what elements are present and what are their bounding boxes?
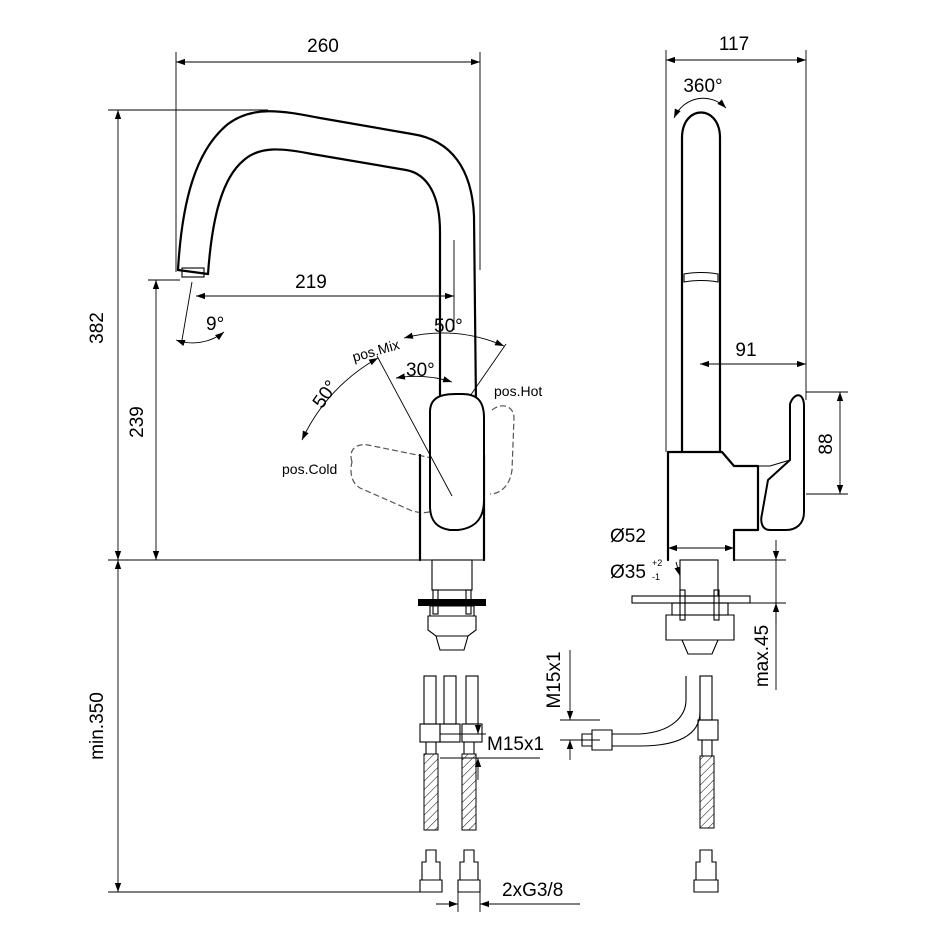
side-dimensions: 117 360° 91 88 Ø52 Ø35 +2 -1 max.45 M xyxy=(544,34,848,760)
side-nut xyxy=(665,614,735,655)
dim-hose-thread-front: M15x1 xyxy=(487,734,544,755)
front-screw-right xyxy=(465,589,472,615)
front-nut xyxy=(427,615,477,651)
arc-cold xyxy=(301,357,379,441)
front-lever xyxy=(429,393,485,531)
dim-hole-diameter: Ø35 xyxy=(610,562,646,583)
front-dimensions: 260 219 382 239 min.350 9° 50° 30° 50° p xyxy=(87,36,580,912)
dim-total-height: 382 xyxy=(87,312,108,344)
dim-connection-thread: 2xG3/8 xyxy=(502,880,563,901)
arc-lever xyxy=(403,332,505,347)
front-nut-left xyxy=(419,723,441,743)
front-hose-fitting-left xyxy=(425,741,437,755)
side-hose-fitting xyxy=(581,729,613,751)
side-counter-plate xyxy=(631,595,751,604)
side-aerator xyxy=(683,271,719,283)
dim-side-depth: 117 xyxy=(719,34,749,55)
front-hose-fitting-right xyxy=(463,741,475,755)
side-view xyxy=(581,111,805,893)
side-fitting-bottom xyxy=(693,849,719,893)
dim-outlet-height: 239 xyxy=(127,406,148,438)
lever-hot-ghost xyxy=(489,405,515,495)
dim-hose-thread-side: M15x1 xyxy=(544,651,565,708)
dim-min-below: min.350 xyxy=(87,692,108,760)
angle-swivel: 360° xyxy=(683,76,722,97)
side-nut-lower xyxy=(697,719,719,741)
front-hose-left xyxy=(423,753,439,831)
dim-hole-tol-plus: +2 xyxy=(652,558,662,568)
front-tube-left xyxy=(423,675,437,725)
label-pos-mix: pos.Mix xyxy=(350,336,401,365)
front-tube-right xyxy=(465,675,479,725)
front-counter-plate xyxy=(418,599,486,606)
arc-swivel xyxy=(673,97,727,119)
front-fitting-right xyxy=(457,849,481,893)
front-view xyxy=(176,110,515,893)
dim-base-diameter: Ø52 xyxy=(610,526,646,547)
angle-mix: 30° xyxy=(406,360,435,381)
dim-max-thickness: max.45 xyxy=(752,625,773,687)
side-lever-joint xyxy=(734,459,791,467)
front-hose-right xyxy=(461,753,477,831)
dim-overall-width: 260 xyxy=(307,36,339,57)
side-lever xyxy=(760,394,805,531)
front-tube-mid xyxy=(443,675,457,725)
side-spout xyxy=(680,111,722,454)
front-spout-inner xyxy=(206,148,442,402)
side-base-shank xyxy=(679,559,719,597)
angle-spout-tilt: 9° xyxy=(206,314,224,335)
lever-cold-ghost xyxy=(350,444,448,514)
side-screw-left xyxy=(679,589,686,621)
dim-hole-tol-minus: -1 xyxy=(652,572,660,582)
front-nut-mid xyxy=(439,723,461,743)
front-spout-tip xyxy=(176,268,210,276)
side-pipe-top xyxy=(699,675,713,721)
side-screw-right xyxy=(713,589,720,621)
dim-spout-reach: 219 xyxy=(295,272,327,293)
angle-cold: 50° xyxy=(309,377,343,413)
side-body xyxy=(666,450,760,562)
dim-handle-reach: 91 xyxy=(735,340,756,361)
front-screw-left xyxy=(432,589,439,615)
front-nut-right xyxy=(461,723,483,743)
front-spout-outline xyxy=(176,110,478,407)
front-fitting-left xyxy=(419,849,443,893)
angle-lever: 50° xyxy=(434,316,463,337)
side-bent-pipe xyxy=(612,676,701,747)
dim-lever-height: 88 xyxy=(816,433,837,454)
side-hose xyxy=(699,755,715,829)
side-hose-fitting-top xyxy=(701,739,713,757)
front-base-shank xyxy=(431,559,473,591)
label-pos-cold: pos.Cold xyxy=(282,461,337,477)
front-aerator xyxy=(181,267,205,278)
label-pos-hot: pos.Hot xyxy=(494,383,542,399)
arc-mix xyxy=(395,373,453,383)
